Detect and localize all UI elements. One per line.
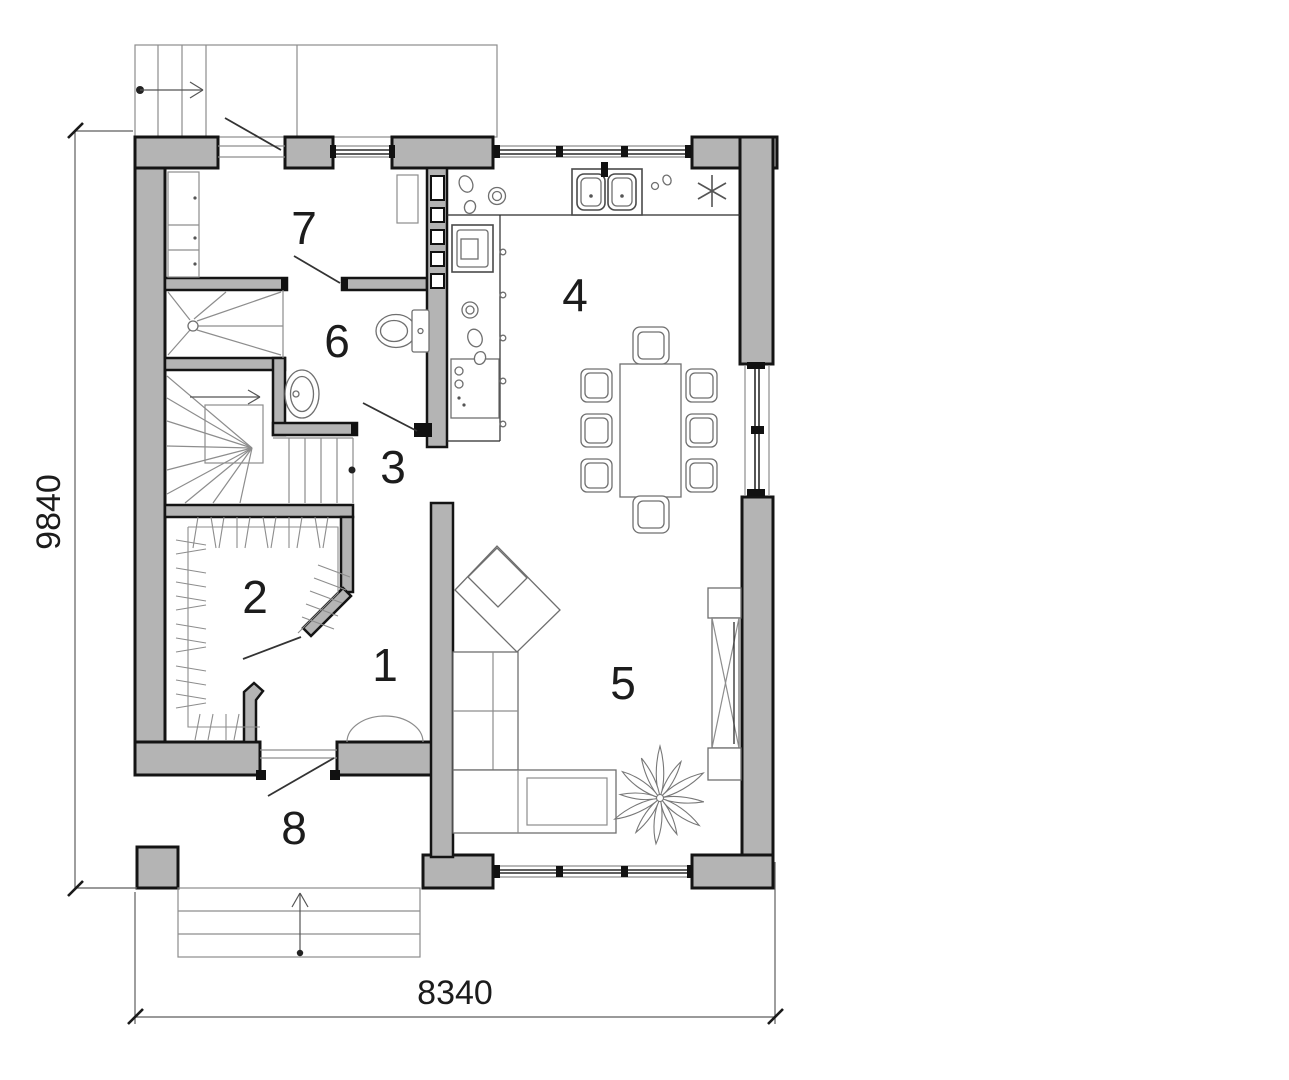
door-wardrobe: [242, 636, 302, 660]
dining-table-set: [580, 326, 718, 534]
wardrobe-room7: [167, 171, 419, 278]
room-label-6: 6: [324, 315, 350, 367]
interior-walls: [163, 276, 455, 859]
faucet-icon: [601, 162, 608, 177]
window-living: [494, 865, 693, 878]
dimension-bottom: 8340: [127, 862, 784, 1025]
toilet-symbol: [375, 309, 430, 353]
corner-sofa-symbol: [452, 545, 617, 834]
ceiling-light-icon: [697, 175, 727, 207]
door-room7-room6: [281, 255, 348, 290]
cabinet-room7: [396, 174, 419, 224]
kitchen-sink-symbol: [571, 162, 643, 216]
window-kitchen: [494, 145, 691, 158]
room-labels: 1 2 3 4 5 6 7 8: [242, 202, 636, 854]
stove-symbol: [451, 224, 494, 273]
room-label-1: 1: [372, 639, 398, 691]
room-label-3: 3: [380, 441, 406, 493]
room-label-5: 5: [610, 657, 636, 709]
doors: [218, 117, 432, 797]
hall-console-symbol: [346, 715, 424, 743]
porch-column: [135, 845, 180, 890]
window-dining: [744, 362, 770, 496]
dimension-left: 9840: [30, 122, 137, 897]
chimney-flue-wall: [425, 166, 449, 449]
door-room6-hall: [351, 402, 432, 437]
wardrobe-racks: [175, 516, 351, 741]
plant-symbol: [613, 743, 705, 846]
stair-direction-dot: [348, 466, 356, 474]
tv-unit-symbol: [707, 587, 742, 781]
staircase: [166, 375, 356, 504]
room-label-7: 7: [291, 202, 317, 254]
dimension-width-label: 8340: [417, 974, 493, 1012]
dimension-height-label: 9840: [30, 474, 68, 550]
room-label-2: 2: [242, 571, 268, 623]
windows: [330, 145, 770, 878]
room-label-4: 4: [562, 269, 588, 321]
dining-chairs: [580, 326, 718, 534]
back-door: [218, 117, 285, 158]
front-door: [256, 749, 340, 797]
washing-machine-symbol: [450, 358, 500, 419]
window-top-small: [330, 145, 395, 158]
back-entrance-landing: [134, 44, 498, 138]
dining-table: [619, 363, 682, 498]
shower-tray-symbol: [167, 290, 284, 358]
porch-steps: [177, 887, 421, 958]
washbasin-symbol: [284, 369, 320, 419]
room-label-8: 8: [281, 802, 307, 854]
kitchen-accessories: [458, 174, 672, 366]
